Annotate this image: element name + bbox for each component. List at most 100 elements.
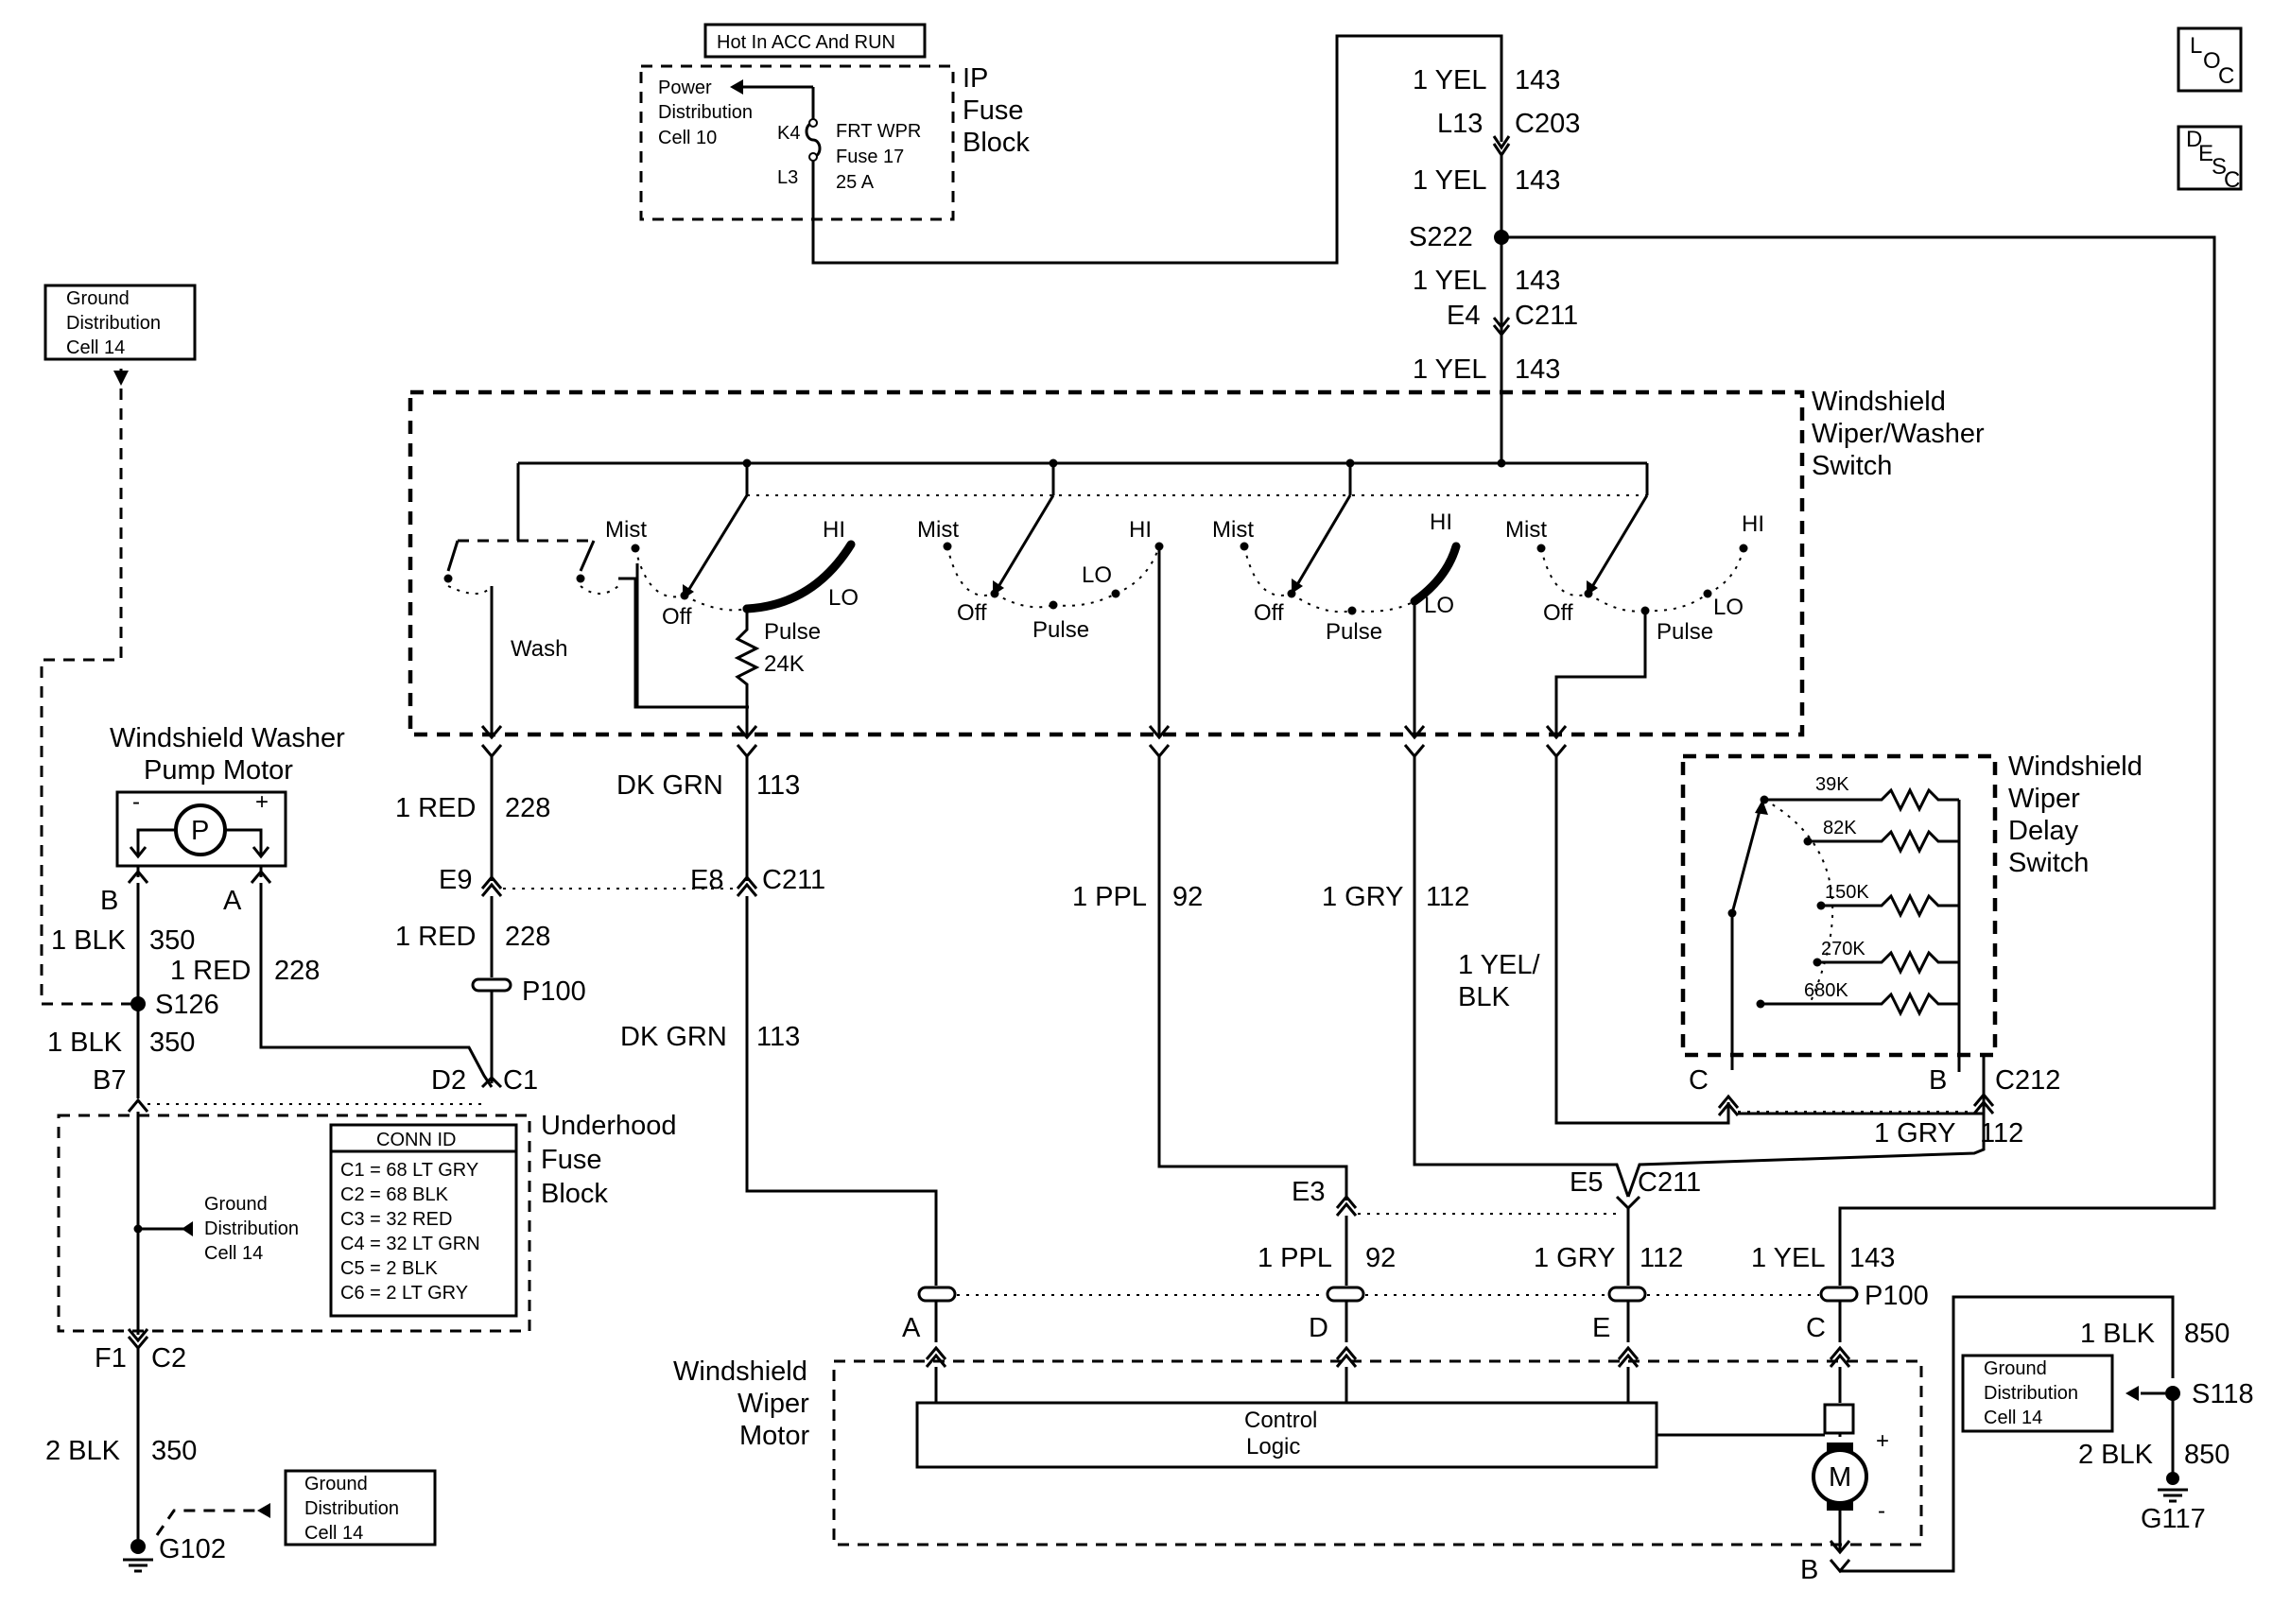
blk850b-color: 2 BLK <box>2078 1440 2154 1470</box>
logic-1: Control <box>1244 1408 1317 1433</box>
res-680k: 680K <box>1804 980 1848 1001</box>
c211-label: C211 <box>1515 301 1578 331</box>
desc-icon[interactable]: D E S C <box>2177 125 2243 193</box>
sw3-off: Off <box>1254 600 1284 626</box>
k4-label: K4 <box>777 123 800 144</box>
motor-title-1: Windshield <box>673 1356 807 1387</box>
conn-c2: C2 = 68 BLK <box>340 1184 449 1205</box>
sw1-hi: HI <box>823 517 845 543</box>
sw3-pulse: Pulse <box>1326 619 1382 645</box>
power-dist-2: Distribution <box>658 102 753 123</box>
sw4-lo: LO <box>1713 595 1744 620</box>
pump-p: P <box>191 816 209 846</box>
sw1-res: 24K <box>764 651 805 677</box>
delay-title-2: Wiper <box>2008 784 2080 814</box>
s118-label: S118 <box>2192 1379 2254 1409</box>
svg-text:Distribution: Distribution <box>66 313 161 334</box>
delay-title-1: Windshield <box>2008 752 2143 782</box>
blk350a-color: 1 BLK <box>51 925 127 956</box>
sw2-mist: Mist <box>917 517 959 543</box>
red228a-num: 228 <box>505 793 550 823</box>
right-ground-1: Ground <box>1984 1358 2047 1379</box>
blk350b-num: 350 <box>149 1028 195 1058</box>
blk850b-num: 850 <box>2184 1440 2230 1470</box>
red228-color: 1 RED <box>170 956 251 986</box>
ground-dist-bottom: Ground Distribution Cell 14 <box>284 1469 437 1546</box>
right-ground: Ground Distribution Cell 14 1 BLK 850 S1… <box>1961 1319 2254 1534</box>
svg-text:C: C <box>2218 63 2234 89</box>
g102-splice <box>130 1539 146 1554</box>
svg-text:Ground: Ground <box>304 1474 368 1494</box>
ip-fuse-block: Hot In ACC And RUN Power Distribution Ce… <box>639 23 1503 265</box>
sw2-pulse: Pulse <box>1032 617 1089 643</box>
underhood-fuse-block: Underhood Fuse Block Ground Distribution… <box>45 1111 677 1573</box>
c2-label: C2 <box>151 1343 186 1373</box>
e5-label: E5 <box>1570 1167 1603 1198</box>
washer-title-2: Pump Motor <box>144 755 293 786</box>
feed-w1-num: 143 <box>1515 65 1560 95</box>
feed-w4-color: 1 YEL <box>1413 354 1486 385</box>
fuse-ground-3: Cell 14 <box>204 1243 263 1264</box>
blk350-color: 2 BLK <box>45 1436 121 1466</box>
g117-label: G117 <box>2141 1504 2206 1534</box>
red228a-color: 1 RED <box>395 793 476 823</box>
svg-text:L: L <box>2190 33 2202 59</box>
sw3-mist: Mist <box>1212 517 1254 543</box>
switch-title-3: Switch <box>1812 451 1892 481</box>
conn-c1: C1 = 68 LT GRY <box>340 1160 478 1181</box>
ground-dist-top: Ground Distribution Cell 14 <box>43 284 197 361</box>
right-ground-2: Distribution <box>1984 1383 2078 1404</box>
pin-a: A <box>902 1313 921 1343</box>
ppl92b-num: 92 <box>1365 1243 1396 1273</box>
power-dist-1: Power <box>658 78 712 98</box>
conn-c5: C5 = 2 BLK <box>340 1258 439 1279</box>
sw1-pulse: Pulse <box>764 619 821 645</box>
feed-w2-color: 1 YEL <box>1413 165 1486 196</box>
res-82k: 82K <box>1823 818 1857 838</box>
svg-text:Cell 14: Cell 14 <box>66 337 125 358</box>
s126-splice <box>130 996 146 1011</box>
p100a-label: P100 <box>522 976 586 1007</box>
g102-label: G102 <box>159 1534 226 1564</box>
delay-title-3: Delay <box>2008 816 2079 846</box>
conn-title: CONN ID <box>376 1130 456 1150</box>
delay-switch: Windshield Wiper Delay Switch 39K 82K 15… <box>1680 752 2143 1096</box>
d2-label: D2 <box>431 1065 466 1096</box>
res-39k: 39K <box>1815 774 1849 795</box>
sw2-lo: LO <box>1082 562 1112 588</box>
washer-pump: Windshield Washer Pump Motor P - + B A 1… <box>40 369 538 1113</box>
sw1-off: Off <box>662 604 692 630</box>
svg-text:Cell 14: Cell 14 <box>304 1523 363 1544</box>
blk850a-num: 850 <box>2184 1319 2230 1349</box>
wash-label: Wash <box>511 636 567 662</box>
delay-b-pin: B <box>1929 1065 1947 1096</box>
gry112c-color: 1 GRY <box>1534 1243 1616 1273</box>
loc-icon[interactable]: L O C <box>2177 26 2243 93</box>
fuse-ground-2: Distribution <box>204 1218 299 1239</box>
conn-c3: C3 = 32 RED <box>340 1209 452 1230</box>
yelblk-1: 1 YEL/ <box>1458 950 1540 980</box>
ppl92b-color: 1 PPL <box>1258 1243 1332 1273</box>
dkgrn113b-color: DK GRN <box>620 1022 727 1052</box>
ppl92a-color: 1 PPL <box>1072 882 1147 912</box>
motor-title-3: Motor <box>739 1421 809 1451</box>
c1-label: C1 <box>503 1065 538 1096</box>
fuse-3: 25 A <box>836 172 875 193</box>
s222-label: S222 <box>1409 222 1473 252</box>
svg-text:E: E <box>2198 141 2213 166</box>
svg-text:O: O <box>2203 48 2221 74</box>
gry112b-color: 1 GRY <box>1874 1118 1956 1149</box>
blk350b-color: 1 BLK <box>47 1028 123 1058</box>
yel143-color: 1 YEL <box>1751 1243 1825 1273</box>
ip-fuse-box <box>639 64 955 221</box>
c212-label: C212 <box>1995 1065 2060 1096</box>
pin-c: C <box>1806 1313 1826 1343</box>
red228b-color: 1 RED <box>395 922 476 952</box>
res-150k: 150K <box>1825 882 1869 903</box>
hot-label: Hot In ACC And RUN <box>717 32 895 53</box>
feed-wire: 1 YEL 143 L13 C203 1 YEL 143 S222 1 YEL … <box>1409 65 2216 1286</box>
s126-label: S126 <box>155 990 219 1020</box>
conn-c4: C4 = 32 LT GRN <box>340 1234 480 1254</box>
sw1-lo: LO <box>828 585 859 611</box>
conn-c6: C6 = 2 LT GRY <box>340 1283 468 1304</box>
